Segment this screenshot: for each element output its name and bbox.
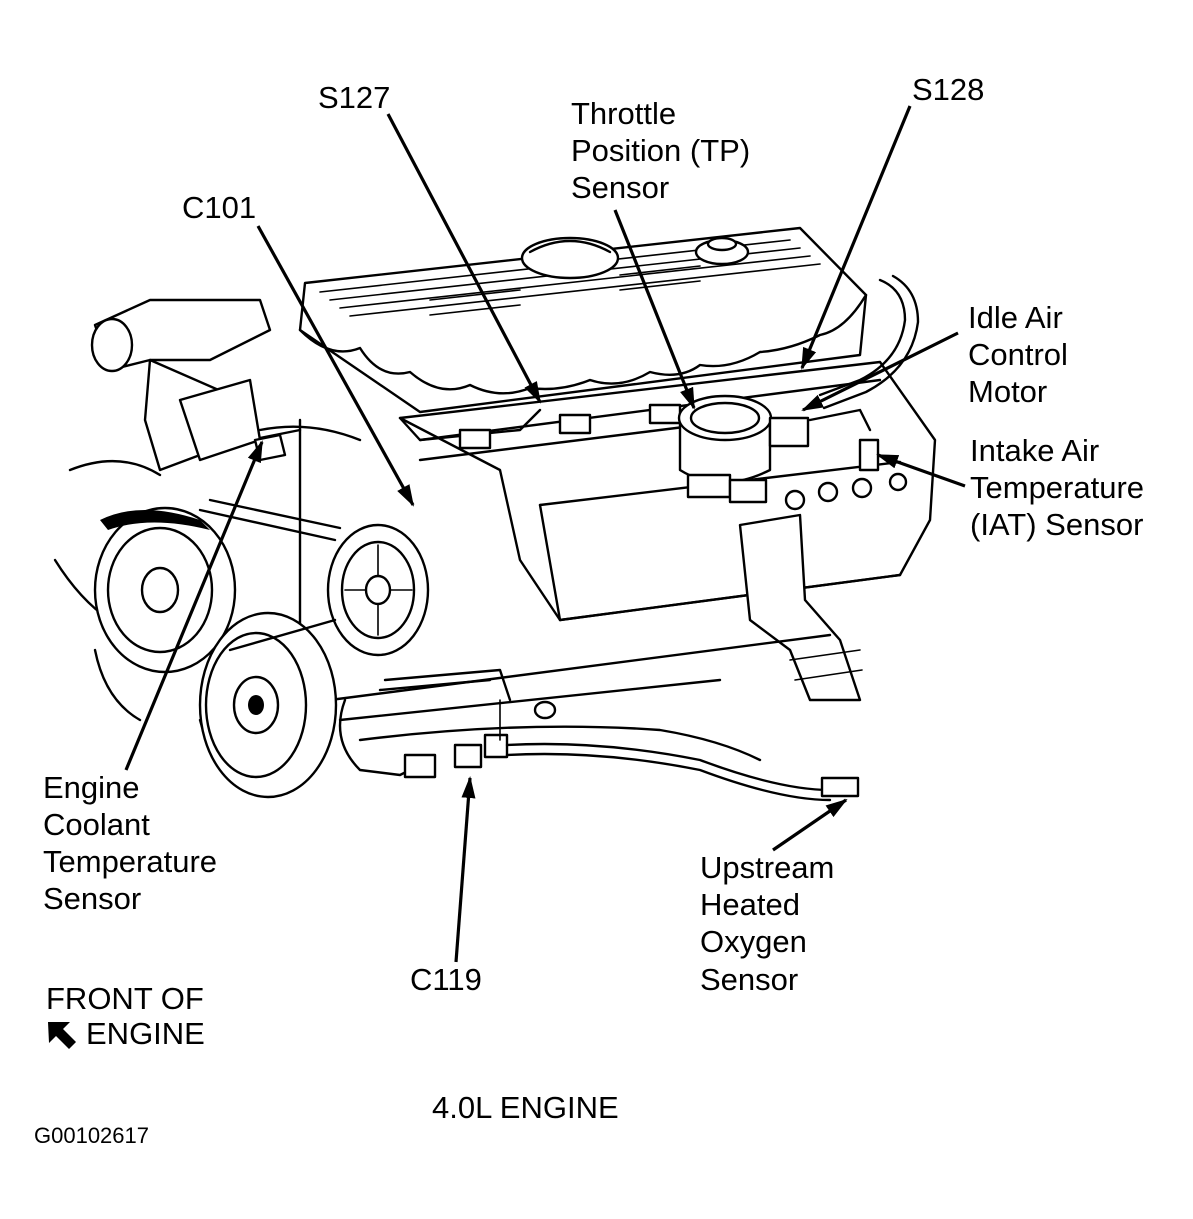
label-tp-sensor: Throttle Position (TP) Sensor bbox=[571, 96, 759, 205]
engine-label: ENGINE bbox=[86, 1016, 205, 1051]
exhaust-manifold bbox=[738, 513, 863, 702]
engine-illustration bbox=[53, 226, 937, 802]
figure-id: G00102617 bbox=[34, 1123, 149, 1148]
valve-cover bbox=[298, 226, 868, 414]
power-steering-pulley bbox=[326, 523, 430, 657]
ect-sensor-body bbox=[253, 425, 362, 462]
label-ect-sensor: Engine Coolant Temperature Sensor bbox=[43, 770, 226, 916]
label-c101: C101 bbox=[182, 190, 256, 225]
label-s127: S127 bbox=[318, 80, 390, 115]
drive-belt bbox=[198, 498, 342, 652]
label-c119: C119 bbox=[410, 962, 482, 997]
label-iat-sensor: Intake Air Temperature (IAT) Sensor bbox=[970, 433, 1153, 542]
leader-c119 bbox=[454, 776, 476, 963]
leader-iat-sensor bbox=[876, 453, 966, 488]
figure-caption: 4.0L ENGINE bbox=[432, 1090, 619, 1125]
fan-pulley bbox=[93, 506, 237, 674]
front-of-engine-note: FRONT OF ENGINE bbox=[46, 981, 205, 1051]
wiring-harness-lower bbox=[338, 668, 860, 802]
leader-s127 bbox=[386, 113, 542, 404]
air-inlet-duct bbox=[90, 298, 272, 472]
wiring-harness-right bbox=[808, 274, 920, 432]
leader-s128 bbox=[800, 105, 912, 370]
label-s128: S128 bbox=[912, 72, 984, 107]
callout-labels: S127 C101 Throttle Position (TP) Sensor … bbox=[43, 72, 1153, 997]
label-ho2s: Upstream Heated Oxygen Sensor bbox=[700, 850, 843, 997]
leader-c101 bbox=[256, 225, 415, 507]
throttle-body bbox=[677, 394, 810, 504]
leader-iac-motor bbox=[801, 331, 959, 412]
leader-ect-sensor bbox=[124, 440, 264, 771]
leader-ho2s bbox=[772, 798, 848, 852]
front-of-label: FRONT OF bbox=[46, 981, 204, 1016]
leader-tp-sensor bbox=[613, 209, 696, 410]
crank-pulley bbox=[198, 611, 338, 799]
leader-lines bbox=[124, 105, 966, 963]
arrow-up-left-icon bbox=[48, 1022, 76, 1049]
label-iac-motor: Idle Air Control Motor bbox=[968, 300, 1077, 409]
